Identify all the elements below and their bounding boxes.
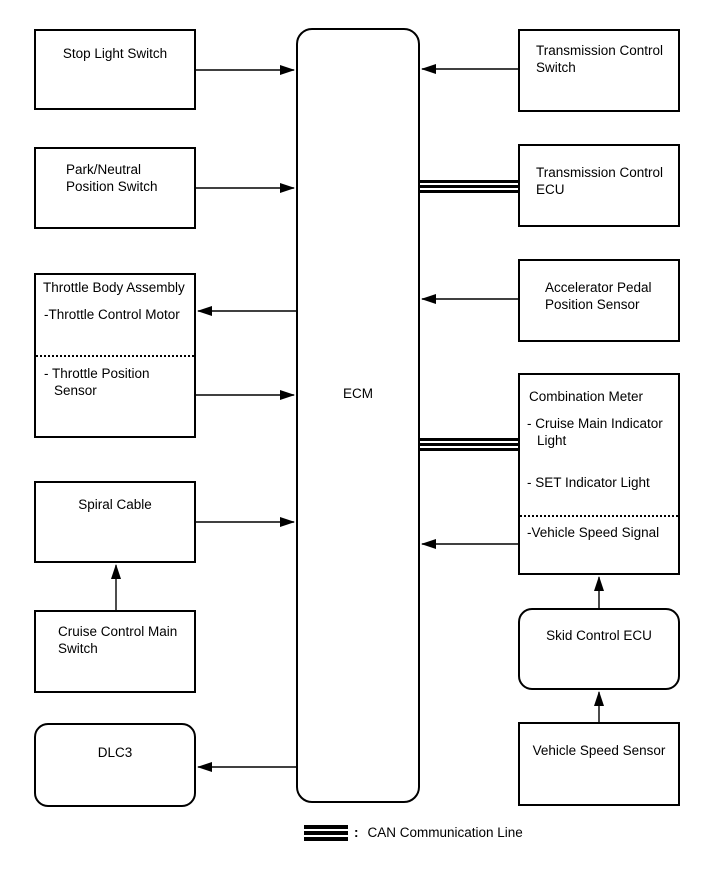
throttle-control-motor-label: -Throttle Control Motor [44,307,180,322]
can-line-ecm-transmission-control-ecu [420,180,518,193]
node-dlc3: DLC3 [34,723,196,807]
dotted-divider [36,355,194,357]
node-label: Vehicle Speed Sensor [532,743,666,758]
cruise-main-indicator-label: - Cruise Main Indicator Light [527,416,663,448]
node-label: Park/Neutral Position Switch [66,162,158,194]
node-label: Cruise Control Main Switch [58,624,178,656]
node-label: ECM [343,386,373,401]
can-line-ecm-combination-meter [420,438,518,451]
node-vehicle-speed-sensor: Vehicle Speed Sensor [518,722,680,806]
node-skid-control-ecu: Skid Control ECU [518,608,680,690]
legend: : CAN Communication Line [304,824,523,841]
can-line-icon [304,824,348,841]
node-cruise-control-main-switch: Cruise Control Main Switch [34,610,196,693]
node-accelerator-pedal-position-sensor: Accelerator Pedal Position Sensor [518,259,680,342]
vehicle-speed-signal-label: -Vehicle Speed Signal [527,525,660,540]
node-spiral-cable: Spiral Cable [34,481,196,563]
node-transmission-control-switch: Transmission Control Switch [518,29,680,112]
dotted-divider [520,515,678,517]
node-label: Accelerator Pedal Position Sensor [545,280,652,312]
set-indicator-label: - SET Indicator Light [527,475,650,490]
node-label: DLC3 [97,745,133,760]
node-label: Spiral Cable [78,497,152,512]
node-throttle-body-assembly: Throttle Body Assembly -Throttle Control… [34,273,196,438]
node-label: Transmission Control ECU [536,165,664,197]
node-stop-light-switch: Stop Light Switch [34,29,196,110]
legend-separator: : [354,825,359,840]
node-ecm: ECM [296,28,420,803]
node-label: Skid Control ECU [546,628,652,643]
node-transmission-control-ecu: Transmission Control ECU [518,144,680,227]
legend-label: CAN Communication Line [367,825,523,840]
node-label: Stop Light Switch [62,46,168,61]
node-combination-meter: Combination Meter - Cruise Main Indicato… [518,373,680,575]
throttle-position-sensor-label: - Throttle Position Sensor [44,366,150,398]
node-park-neutral-position-switch: Park/Neutral Position Switch [34,147,196,229]
node-title: Throttle Body Assembly [43,280,185,295]
node-title: Combination Meter [529,389,644,404]
node-label: Transmission Control Switch [536,43,664,75]
